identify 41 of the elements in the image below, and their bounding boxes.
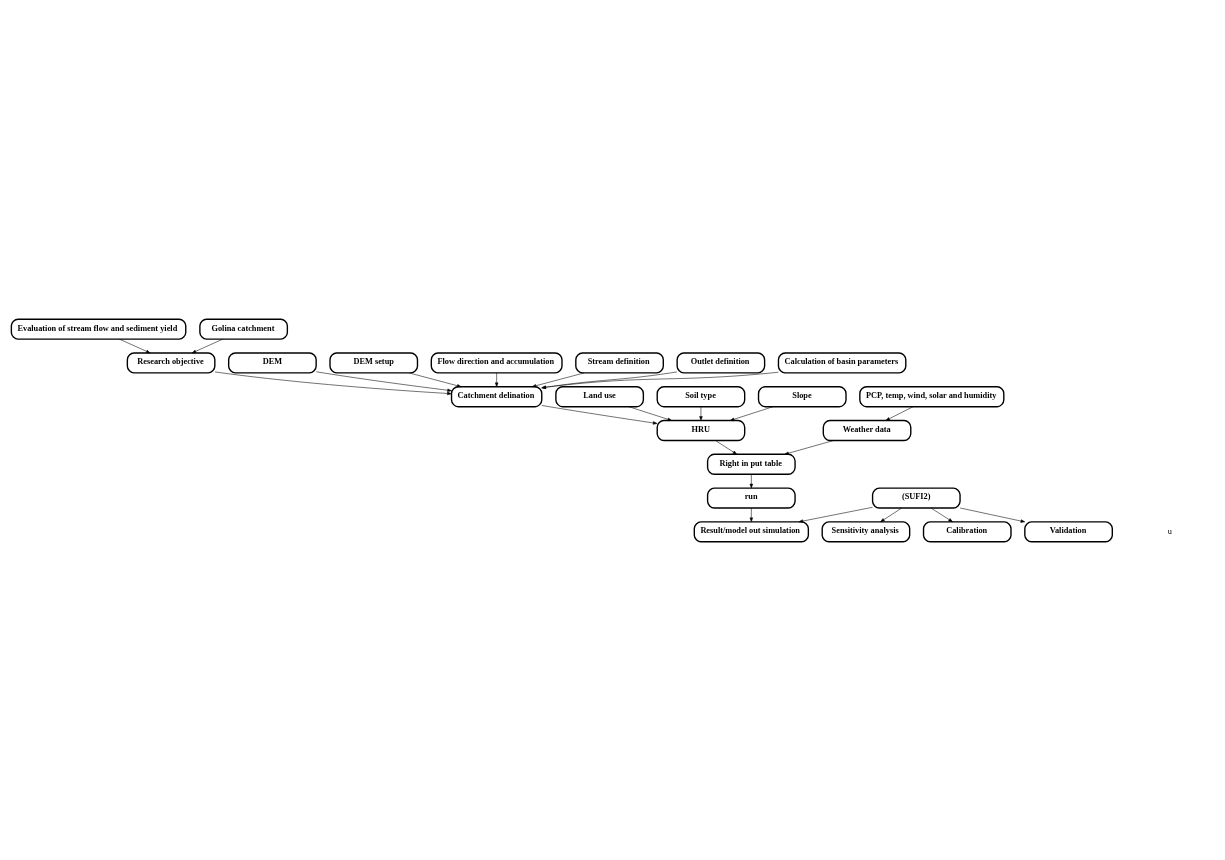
arrow (316, 371, 452, 392)
arrow (541, 371, 678, 389)
arrow (715, 439, 738, 455)
node-box: Evaluation of stream flow and sediment yield (10, 318, 187, 340)
arrow (930, 507, 953, 522)
arrow (541, 371, 779, 389)
arrow (119, 338, 151, 353)
node-box: Outlet definition (676, 351, 766, 374)
node-box: (SUFI2) (871, 486, 961, 509)
node-box: run (706, 486, 796, 509)
arrow (729, 405, 774, 421)
arrow (699, 405, 703, 421)
node-box: Validation (1024, 520, 1113, 542)
arrow (541, 404, 658, 425)
node-box: PCP, temp, wind, solar and humidity (859, 385, 1005, 407)
arrow (749, 473, 753, 488)
node-box: Golina catchment (199, 318, 289, 340)
arrow (880, 507, 903, 522)
arrow (784, 439, 834, 455)
node-box: Calculation of basin parameters (777, 351, 907, 374)
node-box: Land use (555, 385, 645, 407)
node-box: Weather data (822, 419, 912, 441)
arrow (409, 372, 462, 387)
node-box: Sensitivity analysis (821, 520, 911, 542)
node-box: Calibration (922, 520, 1012, 542)
node-box: Stream definition (575, 351, 664, 374)
arrow (214, 371, 452, 395)
arrow (959, 507, 1026, 523)
arrow (191, 338, 223, 353)
arrow (798, 506, 873, 523)
arrow (885, 405, 914, 421)
arrow (749, 507, 753, 522)
node-box: DEM (228, 351, 317, 374)
node-box: Flow direction and accumulation (430, 351, 563, 374)
node-box: Soil type (656, 385, 746, 407)
node-box: Slope (757, 385, 847, 407)
label: u (1167, 526, 1172, 536)
arrow (495, 372, 499, 387)
node-box: DEM setup (329, 351, 419, 374)
arrow (531, 372, 585, 387)
arrow (628, 405, 672, 421)
